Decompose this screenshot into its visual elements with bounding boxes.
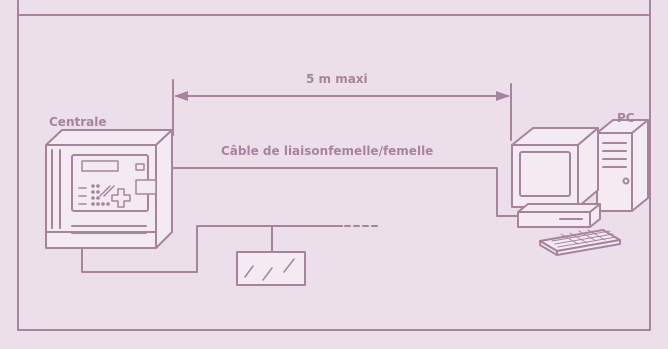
central-unit-device [45,129,173,249]
distance-label: 5 m maxi [306,72,368,86]
distance-arrow [172,79,512,141]
bus-cable [81,225,343,273]
pc-computer [511,119,649,256]
pc-label: PC [617,111,635,125]
frame-border [17,0,651,331]
pc-cable [170,167,519,217]
cable-label: Câble de liaisonfemelle/femelle [221,144,434,158]
detector-module [236,251,306,286]
central-label: Centrale [49,115,107,129]
